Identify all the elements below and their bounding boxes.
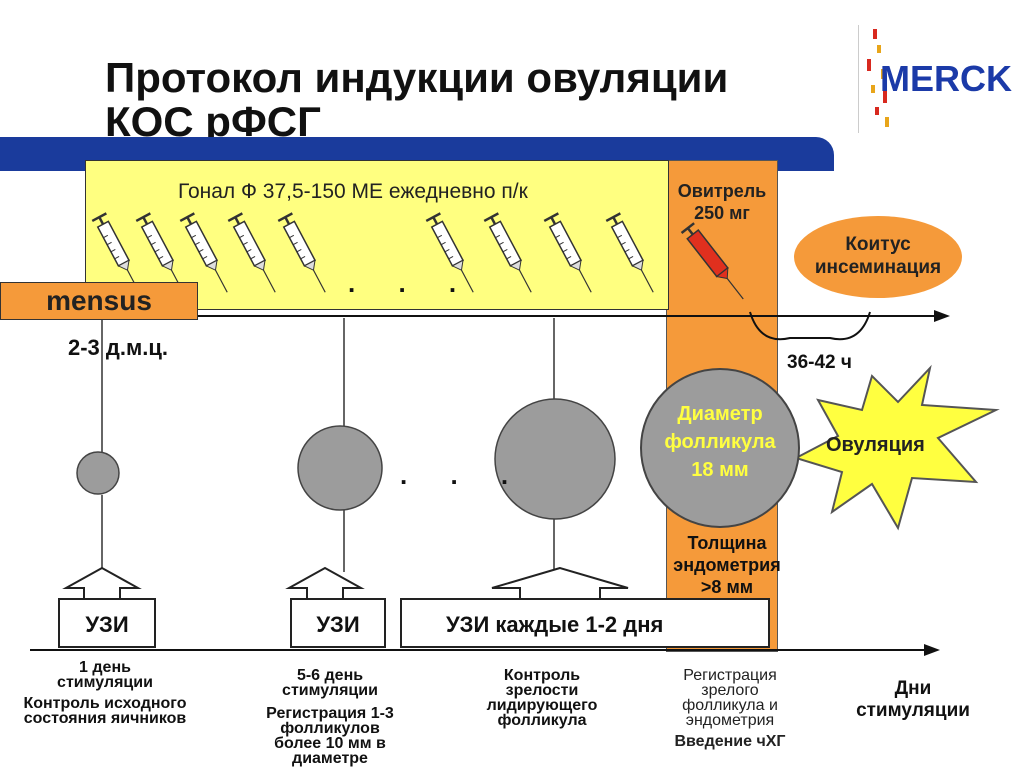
ellipsis-top: . . . [348, 268, 475, 298]
merck-logo [858, 25, 1009, 133]
coitus-ellipse: Коитус инсеминация [794, 216, 962, 298]
gonal-label: Гонал Ф 37,5-150 МЕ ежедневно п/к [178, 180, 528, 203]
endometrium-label: Толщина эндометрия >8 мм [673, 533, 781, 597]
cycle-day-label: 2-3 д.м.ц. [68, 335, 169, 360]
caption-day5: 5-6 день стимуляции Регистрация 1-3 фолл… [266, 667, 394, 767]
syringe-icon [226, 212, 284, 298]
ovitrel-label: Овитрель 250 мг [677, 181, 767, 223]
uzi-box-every-days: УЗИ каждые 1-2 дня [400, 598, 770, 648]
logo-mark-icon [867, 29, 889, 127]
arrow-up-icon [491, 566, 629, 601]
ovulation-burst-icon [793, 364, 1000, 531]
follicle-diameter-circle: Диаметр фолликула 18 мм [640, 368, 800, 528]
page-title: Протокол индукции овуляции КОС рФСГ [105, 54, 729, 145]
syringe-icon [276, 212, 334, 298]
syringe-icon [604, 212, 662, 298]
arrow-up-icon [285, 566, 365, 601]
syringe-icon [482, 212, 540, 298]
arrow-up-icon [62, 566, 142, 601]
ellipsis-middle: . . . [400, 460, 527, 490]
ovulation-label: Овуляция [826, 434, 925, 456]
syringe-icon [542, 212, 600, 298]
follicle-small [76, 451, 120, 495]
uzi-box-day5: УЗИ [290, 598, 386, 648]
caption-control: Контроль зрелости лидирующего фолликула [486, 667, 598, 729]
follicle-medium [297, 425, 383, 511]
mensus-label: mensus [0, 282, 198, 320]
ovitrel-syringe-icon [680, 222, 744, 300]
caption-day1: 1 день стимуляции Контроль исходного сос… [23, 659, 187, 727]
follicle-large [494, 398, 616, 520]
caption-registration: Регистрация зрелого фолликула и эндометр… [674, 667, 786, 750]
uzi-box-day1: УЗИ [58, 598, 156, 648]
logo-text: MERCK [880, 58, 1012, 99]
days-axis-label: Дни стимуляции [856, 678, 970, 721]
hours-label: 36-42 ч [787, 352, 852, 373]
